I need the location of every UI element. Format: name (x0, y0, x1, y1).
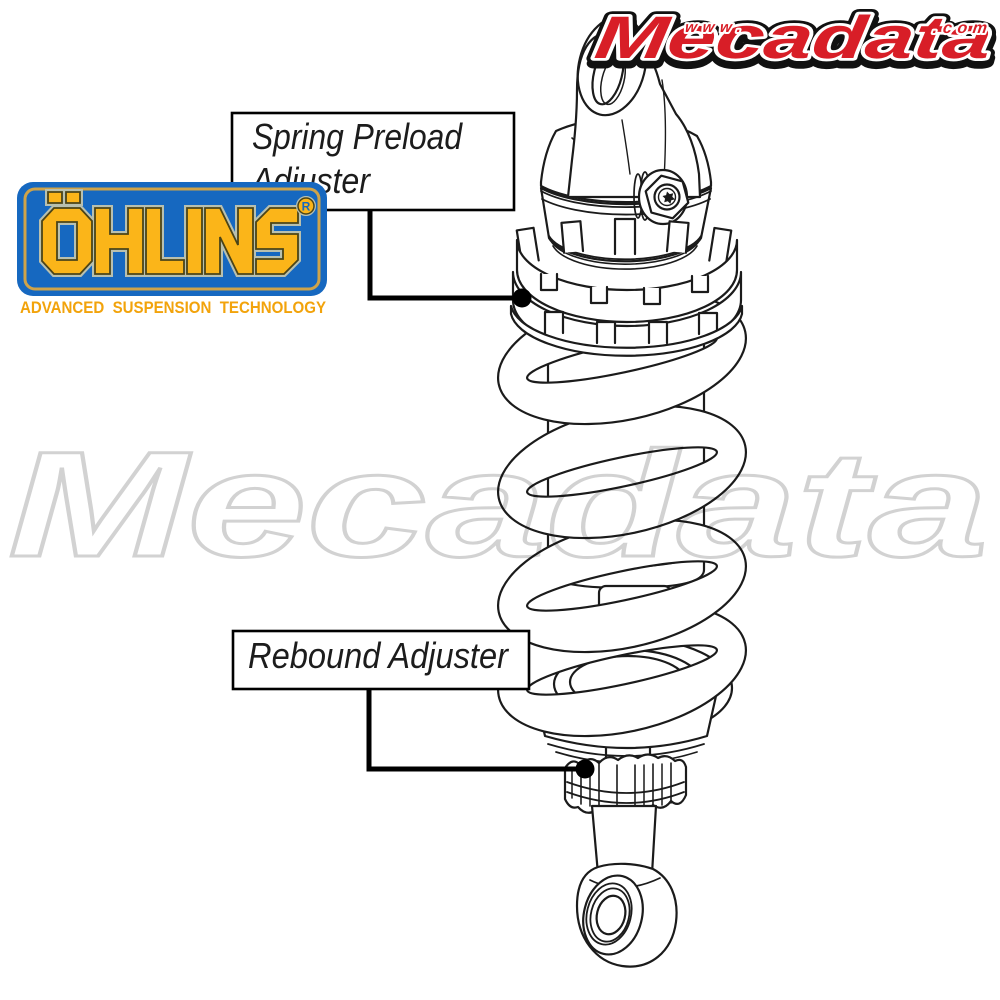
svg-text:Mecadata: Mecadata (591, 3, 997, 71)
svg-text:Mecadata: Mecadata (591, 3, 997, 71)
svg-text:Mecadata: Mecadata (591, 3, 997, 71)
svg-text:Mecadata: Mecadata (8, 420, 988, 588)
svg-text:Spring Preload: Spring Preload (252, 116, 463, 157)
svg-text:.com: .com (932, 19, 989, 37)
svg-text:ADVANCED SUSPENSION TECHNOLO: ADVANCED SUSPENSION TECHNOLOGY (20, 299, 326, 317)
svg-text:R: R (302, 200, 311, 214)
svg-text:Rebound Adjuster: Rebound Adjuster (248, 635, 510, 676)
svg-text:.com: .com (932, 19, 989, 37)
svg-text:Mecadata: Mecadata (591, 8, 997, 76)
